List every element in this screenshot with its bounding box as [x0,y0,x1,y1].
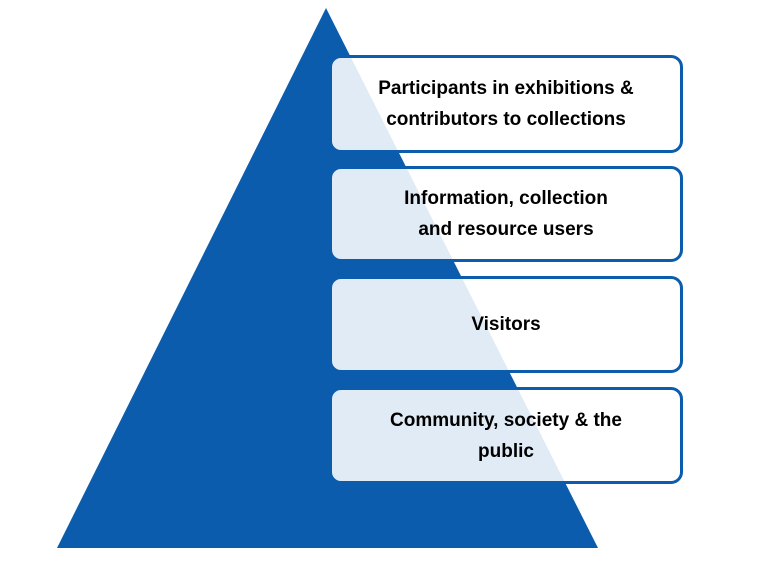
pyramid-level-community: Community, society & the public [329,387,683,484]
level-label: Community, society & the public [390,409,622,462]
level-label: Visitors [471,314,541,335]
level-label: Participants in exhibitions & contributo… [378,78,634,130]
pyramid-level-participants: Participants in exhibitions & contributo… [329,55,683,153]
pyramid-level-users: Information, collection and resource use… [329,166,683,262]
pyramid-level-visitors: Visitors [329,276,683,373]
level-label: Information, collection and resource use… [404,188,608,240]
